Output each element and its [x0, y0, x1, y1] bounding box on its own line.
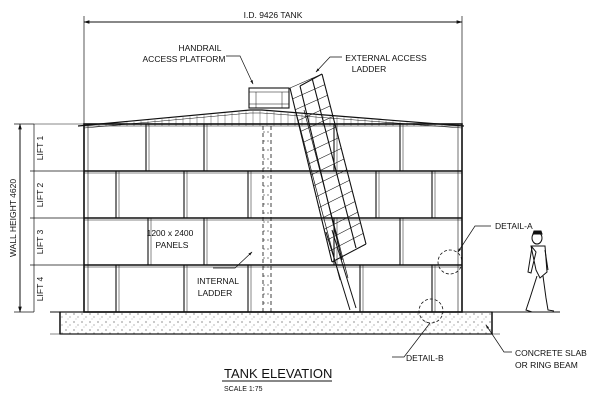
drawing-title: TANK ELEVATION: [224, 366, 332, 381]
external-ladder-label-2: LADDER: [352, 64, 386, 74]
person-scale-figure: [525, 230, 555, 313]
lift-3-label: LIFT 3: [35, 230, 45, 255]
lift-2-label: LIFT 2: [35, 183, 45, 208]
tank-wall: [83, 123, 463, 313]
external-ladder-label-1: EXTERNAL ACCESS: [345, 53, 427, 63]
dimension-top-label: I.D. 9426 TANK: [244, 10, 303, 20]
concrete-slab: [50, 311, 560, 335]
wall-height-label: WALL HEIGHT 4620: [8, 179, 18, 257]
wall-height-dimension: WALL HEIGHT 4620 LIFT 1 LIFT 2 LIFT 3 LI…: [8, 123, 84, 313]
drawing-scale: SCALE 1:75: [224, 386, 263, 393]
panels-label-1: 1200 x 2400: [147, 228, 194, 238]
lift-4-label: LIFT 4: [35, 277, 45, 302]
handrail-label-1: HANDRAIL: [179, 43, 222, 53]
concrete-slab-label-1: CONCRETE SLAB: [515, 348, 587, 358]
handrail-label-2: ACCESS PLATFORM: [143, 54, 226, 64]
internal-ladder-label-1: INTERNAL: [197, 276, 239, 286]
access-platform: [248, 87, 290, 109]
tank-roof: [77, 109, 465, 129]
internal-ladder-label-2: LADDER: [198, 288, 232, 298]
external-ladder: [289, 73, 367, 311]
detail-b-label: DETAIL-B: [406, 353, 444, 363]
concrete-slab-label-2: OR RING BEAM: [515, 360, 578, 370]
panels-label-2: PANELS: [156, 240, 189, 250]
internal-ladder: [262, 126, 272, 312]
detail-a-circle: [437, 249, 463, 275]
detail-b-circle: [418, 298, 444, 324]
detail-a-label: DETAIL-A: [495, 221, 533, 231]
leader-lines: [213, 55, 512, 358]
lift-1-label: LIFT 1: [35, 136, 45, 161]
top-dimension: I.D. 9426 TANK: [83, 10, 463, 125]
